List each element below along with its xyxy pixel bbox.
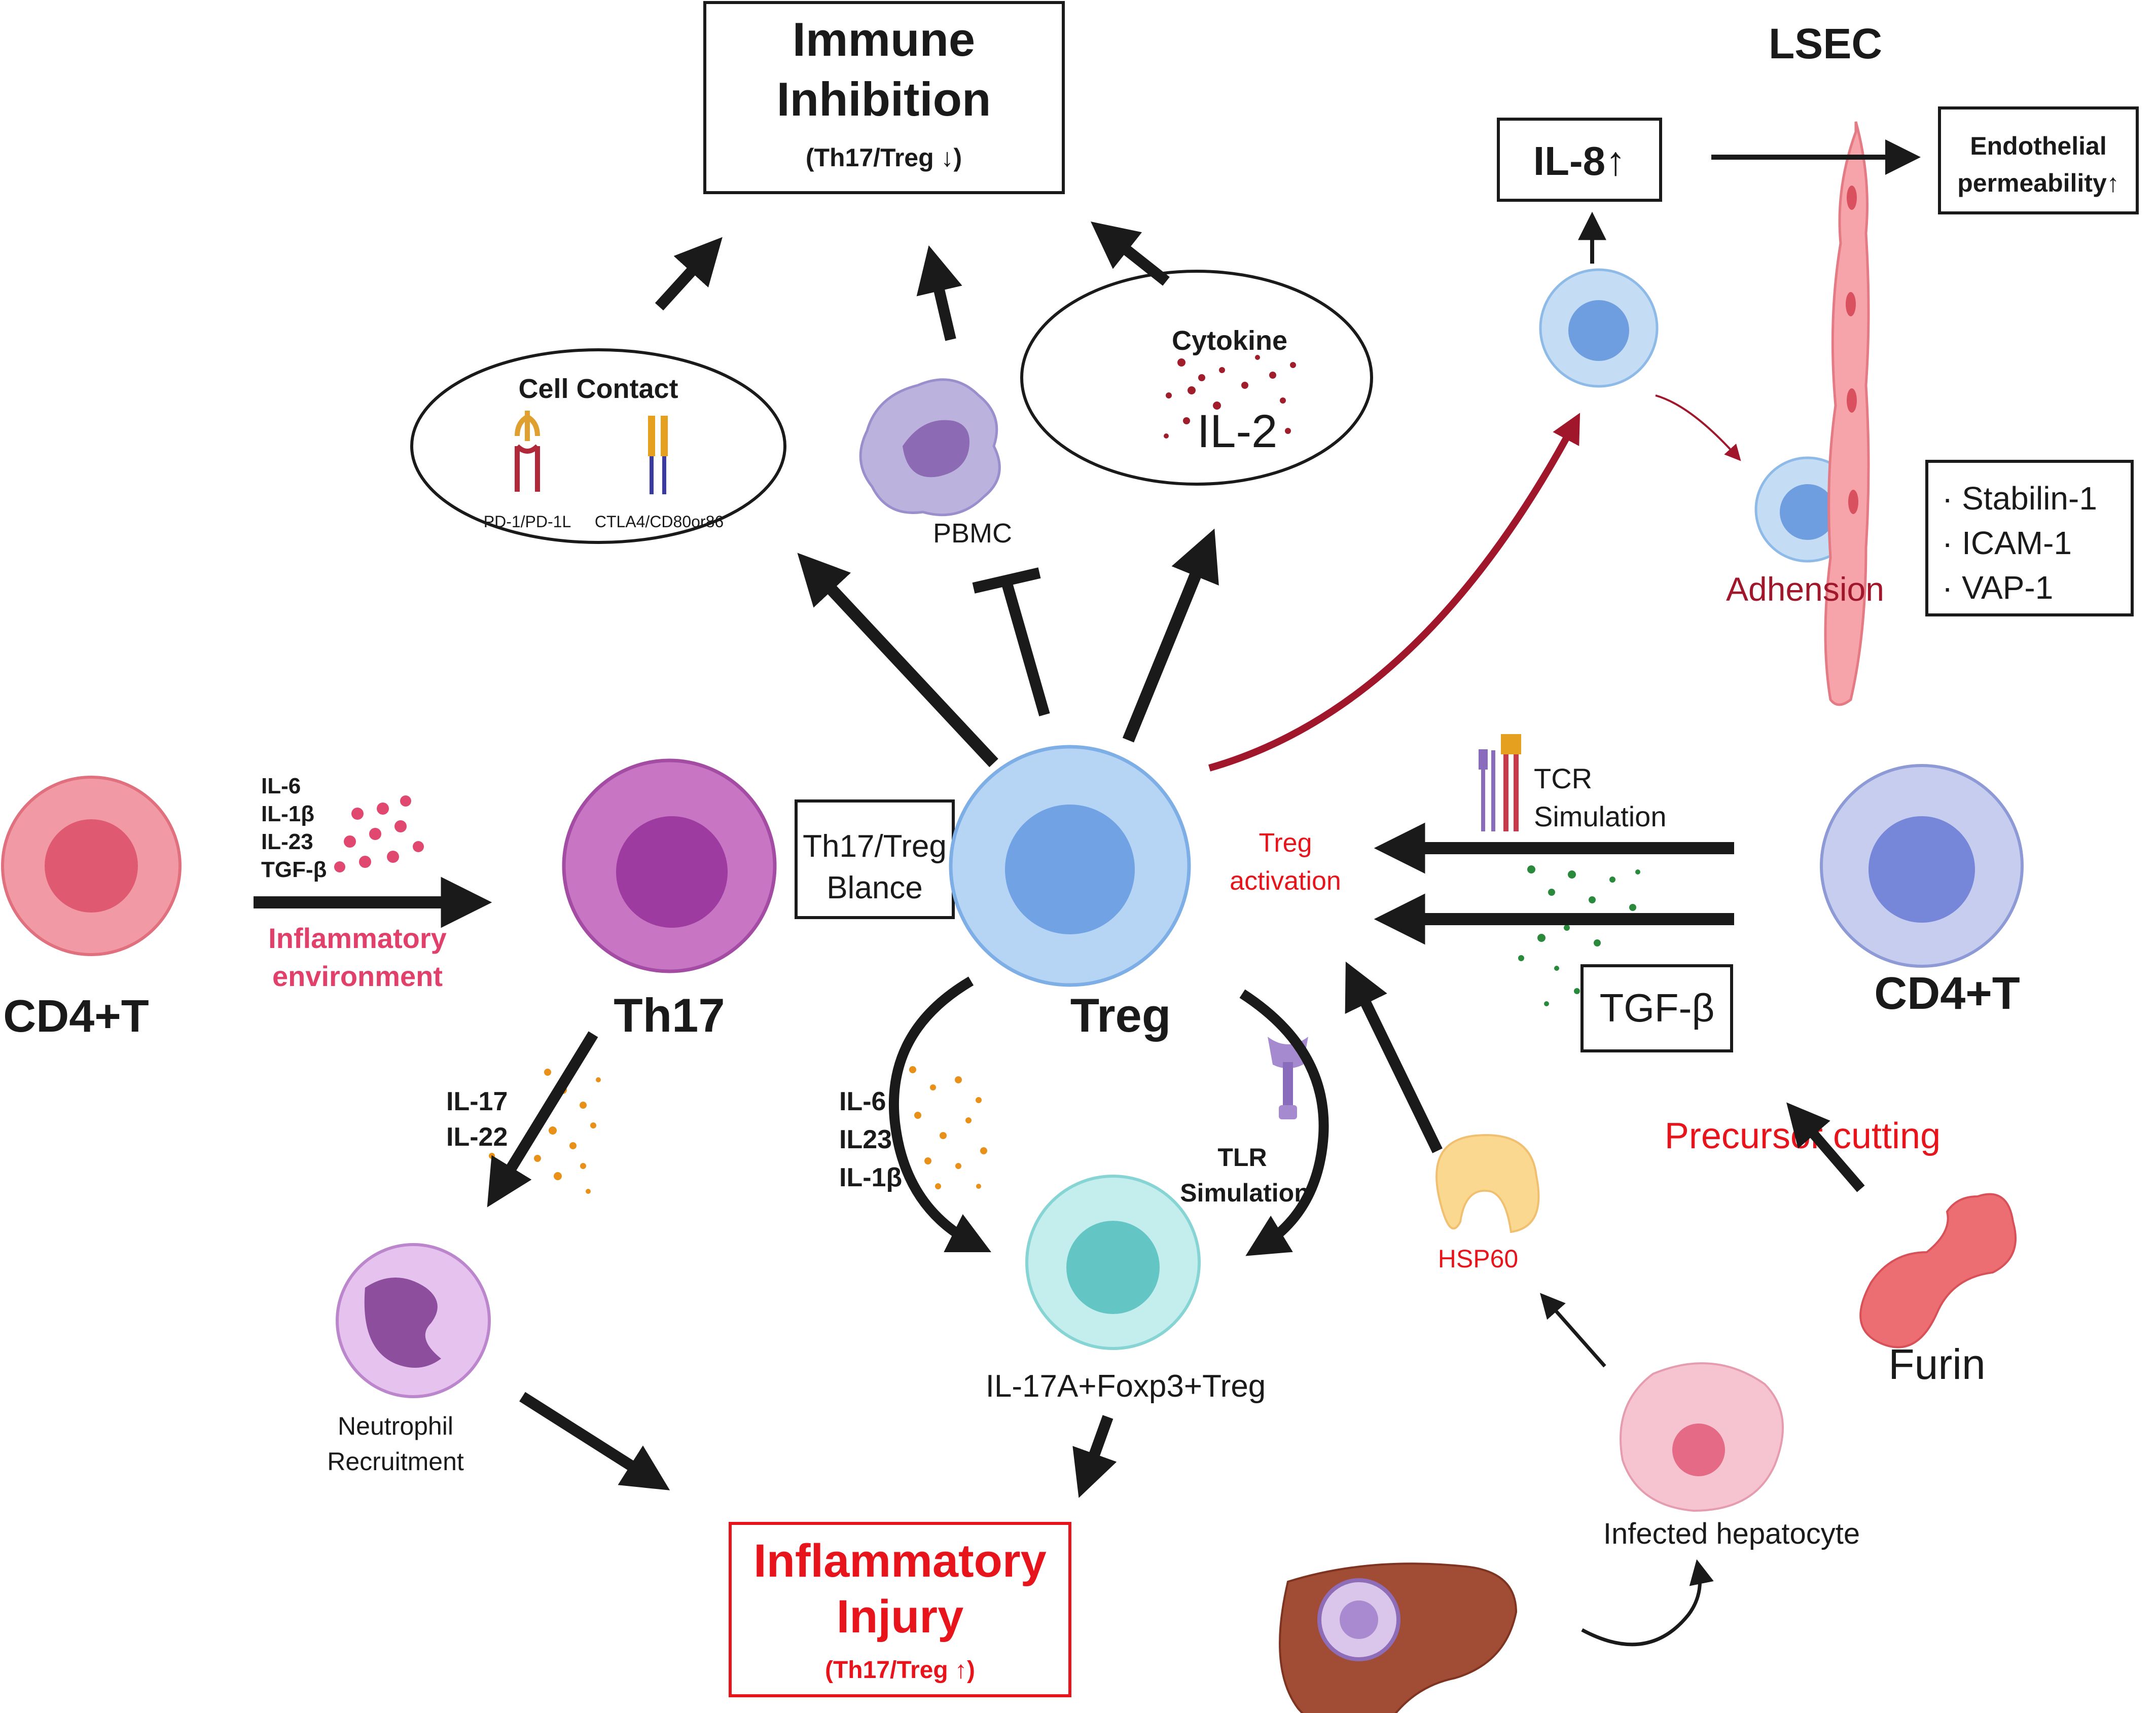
inflammatory-cytokine-dots [334, 795, 424, 872]
cell-contact-label: Cell Contact [518, 374, 678, 404]
immune-inhibition-box: Immune Inhibition (Th17/Treg ↓) [703, 1, 1065, 194]
tgf-box-label: TGF-β [1600, 986, 1715, 1030]
inflam-cytokine-2: IL-1β [261, 801, 314, 826]
th17-label: Th17 [614, 989, 725, 1042]
cd4-right-label: CD4+T [1874, 968, 2020, 1019]
il6-cytokine-dots [909, 1066, 987, 1189]
inflam-cytokine-1: IL-6 [261, 774, 301, 798]
immune-inhibition-title-2: Inhibition [777, 72, 991, 126]
tlr-label-2: Simulation [1180, 1179, 1310, 1207]
cytokine-oval: Cytokine IL-2 [1020, 270, 1373, 486]
arrow-cytokine-to-inhibition [1091, 222, 1170, 286]
inflam-env-2: environment [272, 960, 443, 992]
treg-label: Treg [1070, 989, 1171, 1042]
immune-inhibition-title-1: Immune [793, 13, 975, 66]
upper-blue-cell [1539, 268, 1659, 388]
adhesion-label: Adhension [1726, 570, 1884, 608]
il22-label: IL-22 [446, 1122, 508, 1152]
arrow-treg-curve-left [888, 976, 992, 1253]
inflammatory-injury-title-2: Injury [837, 1591, 963, 1643]
tcr-label-1: TCR [1534, 762, 1592, 794]
cell-contact-oval: Cell Contact PD-1/PD-1L CTLA4/CD80or86 [410, 348, 786, 544]
pbmc-label: PBMC [933, 518, 1012, 549]
hsp60-label: HSP60 [1438, 1245, 1518, 1273]
inflammatory-injury-sub: (Th17/Treg ↑) [825, 1657, 975, 1684]
tcr-receptor-icon [1479, 734, 1521, 831]
inhibit-bar [972, 567, 1041, 594]
endothelial-line-1: Endothelial [1970, 132, 2106, 160]
treg-activation-2: activation [1230, 866, 1341, 896]
inflam-cytokine-3: IL-23 [261, 829, 313, 854]
balance-line-1: Th17/Treg [803, 829, 947, 864]
pd1-label: PD-1/PD-1L [484, 513, 571, 531]
treg-cell [949, 745, 1191, 987]
il17a-treg-cell [1025, 1175, 1201, 1350]
arrow-contact-to-inhibition [655, 237, 723, 311]
il17-label: IL-17 [446, 1087, 508, 1116]
red-arrows [1208, 394, 1741, 772]
ctla4-receptor-icon [648, 416, 668, 494]
pd1-receptor-icon [515, 411, 540, 492]
arrow-hepatocyte-to-hsp60 [1540, 1293, 1606, 1368]
hsp60-protein-icon [1435, 1134, 1540, 1233]
adhesion-molecules-box: · Stabilin-1 · ICAM-1 · VAP-1 [1925, 460, 2134, 616]
inflam-cytokine-4: TGF-β [261, 857, 327, 882]
arrow-furin-to-tgf [1786, 1102, 1865, 1192]
endothelial-box: Endothelial permeability↑ [1938, 106, 2139, 214]
il23-label: IL23 [839, 1125, 892, 1154]
cd4-left-label: CD4+T [3, 991, 149, 1042]
balance-box: Th17/Treg Blance [795, 799, 955, 919]
neutrophil-label-1: Neutrophil [338, 1412, 453, 1440]
neutrophil-label-2: Recruitment [327, 1447, 464, 1476]
arrow-pbmc-to-inhibition [916, 245, 962, 341]
inhibit-treg-pbmc [1001, 580, 1050, 717]
balance-line-2: Blance [827, 870, 923, 905]
il8-label: IL-8↑ [1533, 138, 1626, 184]
tgf-box: TGF-β [1580, 964, 1733, 1052]
inflam-env-1: Inflammatory [268, 922, 447, 954]
neutrophil-cell [336, 1243, 491, 1398]
arrow-treg-to-cytokine [1122, 528, 1219, 743]
cytokine-dots [1164, 355, 1296, 439]
furin-protein-icon [1859, 1193, 2017, 1348]
furin-label: Furin [1888, 1340, 1985, 1388]
ctla4-label: CTLA4/CD80or86 [595, 513, 724, 531]
arrow-treg-to-blue-cell [1208, 413, 1580, 772]
arrow-treg-curve-right [1239, 989, 1329, 1256]
molecule-stabilin: · Stabilin-1 [1942, 480, 2097, 517]
pbmc-cell [859, 378, 1001, 517]
lsec-endothelium [1824, 121, 1870, 706]
arrows [254, 139, 1921, 1647]
infected-hepatocyte-icon [1620, 1362, 1784, 1512]
inflammatory-injury-box: Inflammatory Injury (Th17/Treg ↑) [729, 1522, 1071, 1697]
arrow-liver-to-hepatocyte [1581, 1559, 1714, 1647]
arrow-blue-cell-to-adhesion [1655, 394, 1741, 461]
lsec-label: LSEC [1769, 20, 1882, 67]
arrow-hsp60-to-treg [1345, 961, 1443, 1153]
arrow-neutrophil-to-injury [519, 1392, 670, 1490]
il17a-treg-label: IL-17A+Foxp3+Treg [986, 1369, 1266, 1404]
infected-hepatocyte-label: Infected hepatocyte [1603, 1517, 1860, 1550]
arrow-il17a-to-injury [1072, 1415, 1117, 1498]
cd4-right-cell [1820, 764, 2024, 968]
cytokine-label: Cytokine [1172, 325, 1287, 356]
il2-label: IL-2 [1197, 406, 1278, 457]
inflammatory-injury-title-1: Inflammatory [753, 1535, 1047, 1587]
th17-cell [562, 758, 777, 973]
tcr-label-2: Simulation [1534, 800, 1666, 832]
molecule-icam: · ICAM-1 [1942, 525, 2072, 561]
treg-activation-1: Treg [1259, 828, 1312, 858]
endothelial-line-2: permeability↑ [1957, 169, 2119, 197]
il8-box: IL-8↑ [1497, 118, 1662, 202]
immune-inhibition-sub: (Th17/Treg ↓) [806, 143, 962, 172]
molecule-vap: · VAP-1 [1942, 569, 2053, 606]
arrow-treg-to-contact [797, 553, 998, 768]
il1b-label: IL-1β [839, 1163, 902, 1192]
arrow-th17-to-neutrophil [487, 1031, 598, 1208]
il6-label: IL-6 [839, 1087, 886, 1116]
liver-icon [1279, 1562, 1518, 1713]
tlr-label-1: TLR [1217, 1143, 1267, 1172]
cd4-left-cell [1, 776, 182, 956]
